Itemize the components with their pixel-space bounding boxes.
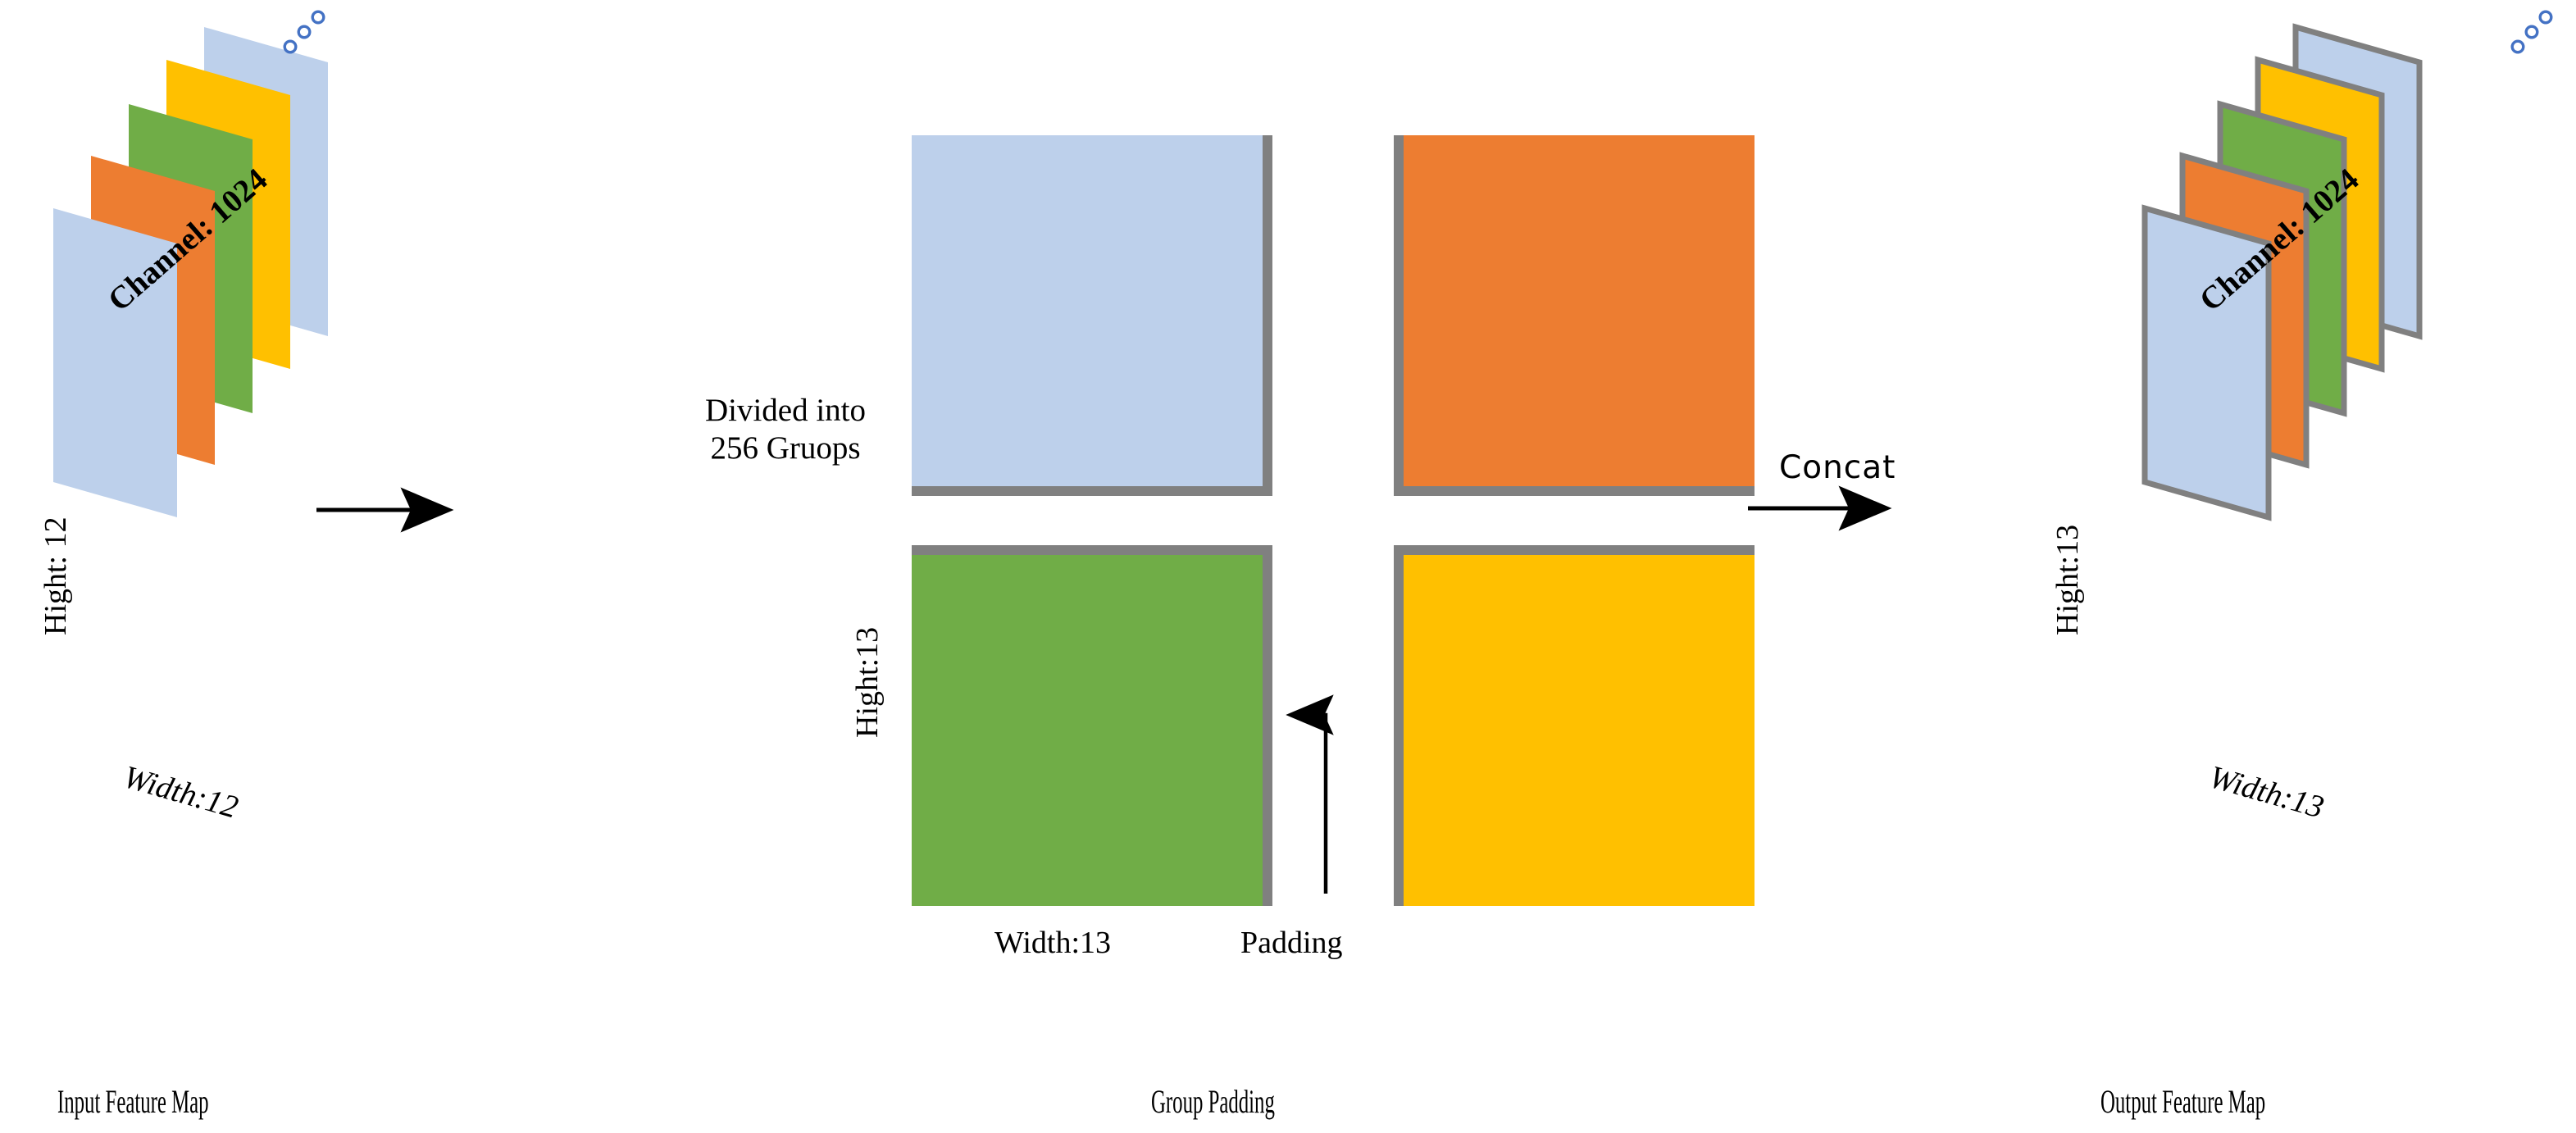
- group-width-label: Width:13: [994, 926, 1112, 960]
- group-square-orange-fill: [1404, 135, 1755, 486]
- ellipsis-dot: [2510, 39, 2525, 54]
- caption-output-text: Output Feature Map: [2100, 1083, 2266, 1120]
- caption-output: Output Feature Map: [2100, 1082, 2366, 1121]
- ellipsis-dot: [297, 25, 312, 39]
- padding-callout-arrow: [1286, 694, 1334, 894]
- ellipsis-dot: [283, 39, 298, 54]
- divided-into-groups-label: Divided into 256 Gruops: [671, 392, 900, 467]
- input-height-label: Hight: 12: [39, 516, 73, 635]
- output-ellipsis-dots: [2510, 10, 2553, 54]
- caption-input: Input Feature Map: [57, 1082, 302, 1121]
- output-plane-blue-front: [2141, 204, 2272, 521]
- ellipsis-dot: [311, 10, 325, 25]
- group-square-orange: [1394, 135, 1755, 496]
- group-square-blue-fill: [912, 135, 1263, 486]
- group-square-green: [912, 545, 1272, 906]
- divided-into-groups-line2: 256 Gruops: [710, 430, 861, 466]
- input-feature-map-planes: [53, 27, 328, 517]
- input-plane-blue-front: [53, 208, 177, 517]
- group-square-yellow-fill: [1404, 555, 1755, 906]
- caption-group-padding-text: Group Padding: [1151, 1083, 1275, 1120]
- group-height-label: Hight:13: [850, 626, 885, 738]
- ellipsis-dot: [2524, 25, 2539, 39]
- caption-group-padding: Group Padding: [1151, 1082, 1350, 1121]
- group-square-blue: [912, 135, 1272, 496]
- output-feature-map-planes: [2141, 23, 2423, 521]
- padding-label: Padding: [1240, 926, 1343, 960]
- output-height-label: Hight:13: [2050, 524, 2085, 635]
- concat-label: Concat: [1779, 449, 1896, 486]
- divided-into-groups-line1: Divided into: [704, 393, 867, 428]
- input-ellipsis-dots: [283, 10, 325, 54]
- group-square-yellow: [1394, 545, 1755, 906]
- caption-input-text: Input Feature Map: [57, 1083, 209, 1120]
- group-square-green-fill: [912, 555, 1263, 906]
- ellipsis-dot: [2538, 10, 2553, 25]
